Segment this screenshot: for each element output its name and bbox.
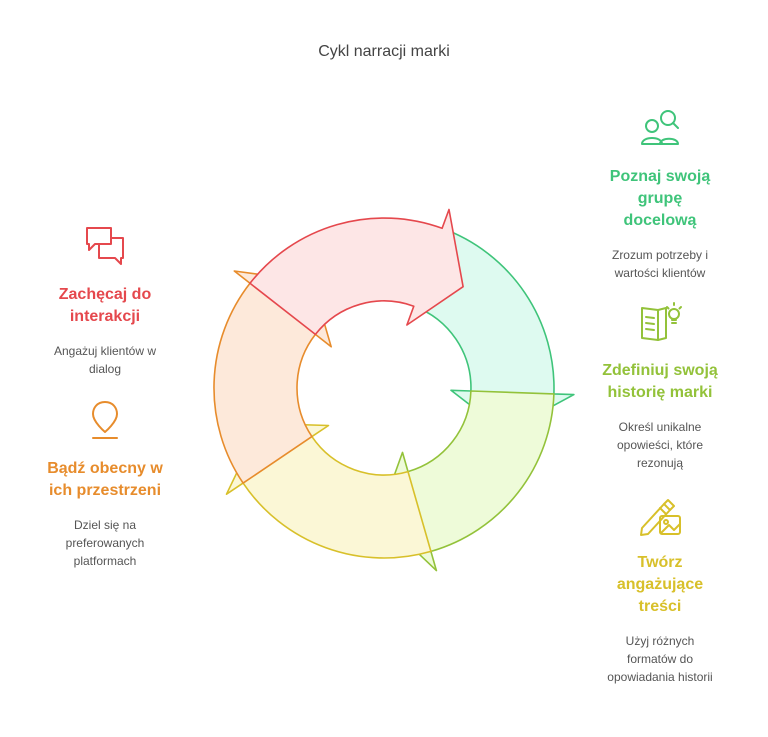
pencil-image-icon xyxy=(640,499,681,536)
step-know-description: Zrozum potrzeby i wartości klientów xyxy=(611,248,709,280)
step-know-audience: Poznaj swoją grupę docelową Zrozum potrz… xyxy=(580,104,740,282)
step-create-heading: Twórz angażujące treści xyxy=(616,554,704,615)
step-engage-interaction: Zachęcaj do interakcji Angażuj klientów … xyxy=(30,222,180,378)
people-search-icon xyxy=(641,110,679,145)
step-present-description: Dziel się na preferowanych platformach xyxy=(65,518,145,568)
book-idea-icon xyxy=(641,302,682,341)
step-be-present: Bądź obecny w ich przestrzeni Dziel się … xyxy=(30,396,180,570)
step-define-heading: Zdefiniuj swoją historię marki xyxy=(602,362,718,401)
step-engage-heading: Zachęcaj do interakcji xyxy=(58,286,152,325)
cycle-arrow-engage xyxy=(249,208,464,336)
step-create-description: Użyj różnych formatów do opowiadania his… xyxy=(607,634,713,684)
step-present-heading: Bądź obecny w ich przestrzeni xyxy=(47,460,163,499)
step-define-description: Określ unikalne opowieści, które rezonuj… xyxy=(616,420,704,470)
step-create-content: Twórz angażujące treści Użyj różnych for… xyxy=(580,490,740,686)
chat-bubbles-icon xyxy=(86,227,124,265)
step-know-heading: Poznaj swoją grupę docelową xyxy=(609,168,711,229)
step-define-story: Zdefiniuj swoją historię marki Określ un… xyxy=(580,298,740,472)
step-engage-description: Angażuj klientów w dialog xyxy=(53,344,157,376)
diagram-title: Cykl narracji marki xyxy=(318,43,450,60)
location-pin-icon xyxy=(92,401,118,439)
